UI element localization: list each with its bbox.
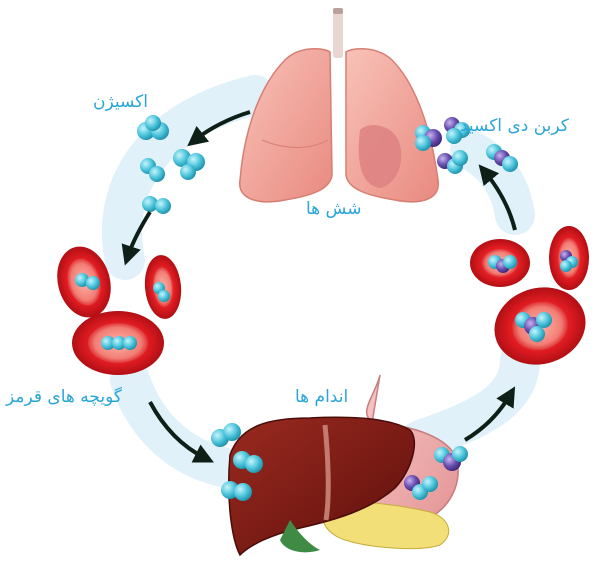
flow-path-left [122,95,255,470]
red-blood-cells-label: گویچه های قرمز [6,387,122,407]
carbon-dioxide-label: کربن دی اکسید [460,116,569,136]
oxygen-molecule [101,336,137,350]
oxygen-label: اکسیژن [93,92,148,112]
lungs-illustration [240,49,439,202]
oxygen-molecule [142,196,171,214]
lungs-label: شش ها [306,199,361,219]
oxygen-molecule [173,149,205,180]
organs-label: اندام ها [295,387,348,407]
carbon-dioxide-molecule [415,125,442,151]
trachea [333,8,343,58]
